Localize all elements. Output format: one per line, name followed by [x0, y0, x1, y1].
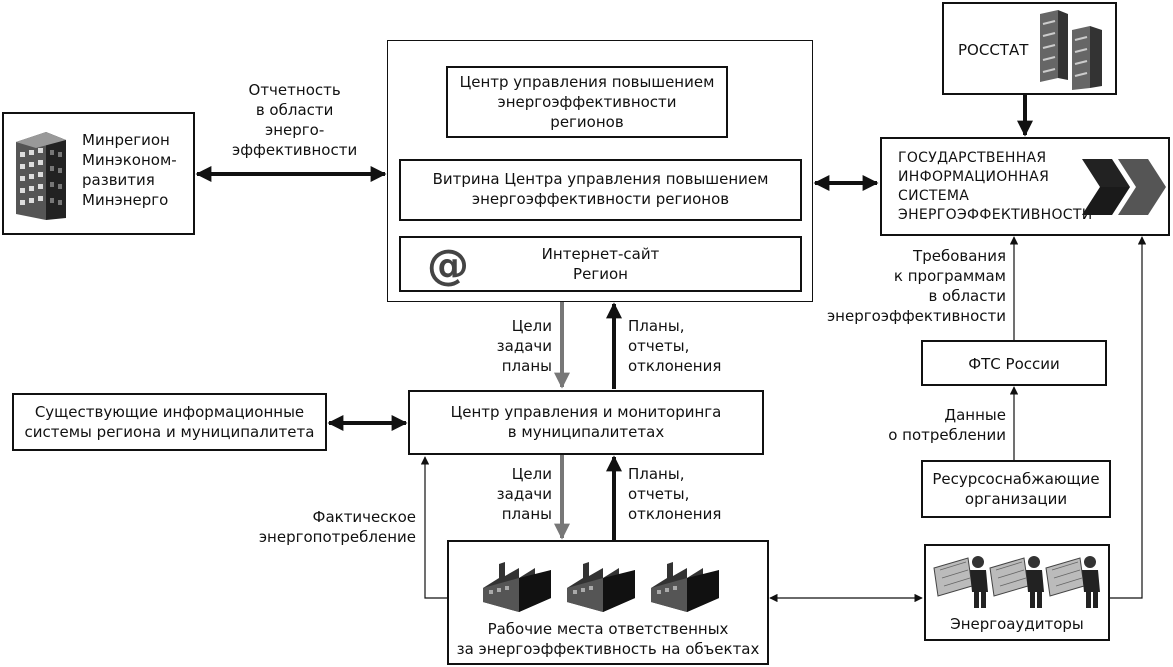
existing-systems-label: Существующие информационные системы реги…: [14, 402, 325, 442]
ministries-label: Минрегион Минэконом- развития Минэнерго: [82, 130, 177, 210]
consumption-data-text: Данные о потреблении: [888, 406, 1006, 444]
auditors-box: Энергоаудиторы: [924, 544, 1110, 641]
gis-label: ГОСУДАРСТВЕННАЯ ИНФОРМАЦИОННАЯ СИСТЕМА Э…: [898, 149, 1093, 225]
ministries-box: Минрегион Минэконом- развития Минэнерго: [2, 112, 195, 235]
rosstat-box: РОССТАТ: [942, 2, 1117, 95]
website-text: Интернет-сайт Регион: [541, 245, 660, 283]
goals-lower-text: Цели задачи планы: [496, 465, 552, 523]
double-chevron-logo-icon: [1082, 159, 1166, 215]
website-box[interactable]: @ Интернет-сайт Регион: [399, 236, 802, 292]
engineer-with-blueprint-icon: [933, 555, 1101, 609]
municipal-center-text: Центр управления и мониторинга в муницип…: [450, 403, 722, 441]
auditors-label: Энергоаудиторы: [926, 614, 1108, 634]
website-label: Интернет-сайт Регион: [401, 244, 800, 284]
server-rack-icon: [1040, 10, 1102, 90]
existing-systems-box: Существующие информационные системы реги…: [12, 393, 327, 451]
edge-label-requirements: Требования к программам в области энерго…: [818, 246, 1006, 326]
workplaces-label: Рабочие места ответственных за энергоэфф…: [449, 619, 767, 659]
workplaces-box: Рабочие места ответственных за энергоэфф…: [447, 540, 769, 665]
plans-lower-text: Планы, отчеты, отклонения: [628, 465, 722, 523]
edge-label-goals-upper: Цели задачи планы: [472, 316, 552, 376]
office-building-icon: [16, 132, 66, 220]
auditors-text: Энергоаудиторы: [950, 615, 1084, 633]
showcase-label: Витрина Центра управления повышением эне…: [401, 169, 800, 209]
edge-label-plans-upper: Планы, отчеты, отклонения: [628, 316, 721, 376]
suppliers-box: Ресурсоснабжающие организации: [921, 460, 1111, 518]
center-title-box: Центр управления повышением энергоэффект…: [446, 66, 728, 138]
reporting-text: Отчетность в области энерго- эффективнос…: [232, 81, 358, 159]
workplaces-text: Рабочие места ответственных за энергоэфф…: [456, 620, 760, 658]
ministries-text: Минрегион Минэконом- развития Минэнерго: [82, 131, 177, 209]
edge-label-reporting: Отчетность в области энерго- эффективнос…: [232, 80, 357, 160]
suppliers-text: Ресурсоснабжающие организации: [932, 470, 1100, 508]
fts-label: ФТС России: [923, 354, 1105, 374]
requirements-text: Требования к программам в области энерго…: [826, 247, 1006, 325]
municipal-center-label: Центр управления и мониторинга в муницип…: [410, 402, 762, 442]
municipal-center-box[interactable]: Центр управления и мониторинга в муницип…: [408, 390, 764, 455]
gis-text: ГОСУДАРСТВЕННАЯ ИНФОРМАЦИОННАЯ СИСТЕМА Э…: [898, 150, 1093, 223]
showcase-box[interactable]: Витрина Центра управления повышением эне…: [399, 159, 802, 221]
arrow-actual-consumption: [420, 456, 447, 599]
edge-label-actual-consumption: Фактическое энергопотребление: [236, 507, 416, 547]
edge-label-goals-lower: Цели задачи планы: [472, 464, 552, 524]
existing-systems-text: Существующие информационные системы реги…: [24, 403, 315, 441]
goals-upper-text: Цели задачи планы: [496, 317, 552, 375]
suppliers-label: Ресурсоснабжающие организации: [923, 469, 1109, 509]
actual-consumption-text: Фактическое энергопотребление: [258, 508, 416, 546]
fts-text: ФТС России: [968, 355, 1060, 373]
at-sign-icon: @: [427, 242, 469, 288]
gis-box[interactable]: ГОСУДАРСТВЕННАЯ ИНФОРМАЦИОННАЯ СИСТЕМА Э…: [880, 137, 1170, 236]
rosstat-text: РОССТАТ: [958, 41, 1029, 59]
plans-upper-text: Планы, отчеты, отклонения: [628, 317, 722, 375]
edge-label-plans-lower: Планы, отчеты, отклонения: [628, 464, 721, 524]
fts-box: ФТС России: [921, 340, 1107, 386]
showcase-text: Витрина Центра управления повышением эне…: [432, 170, 769, 208]
edge-label-consumption-data: Данные о потреблении: [860, 405, 1006, 445]
svg-text:@: @: [427, 242, 469, 288]
factory-icon: [483, 562, 719, 612]
arrow-auditors-gis: [1110, 236, 1147, 599]
center-title-text: Центр управления повышением энергоэффект…: [459, 73, 715, 131]
center-title: Центр управления повышением энергоэффект…: [448, 72, 726, 132]
rosstat-label: РОССТАТ: [958, 40, 1028, 60]
